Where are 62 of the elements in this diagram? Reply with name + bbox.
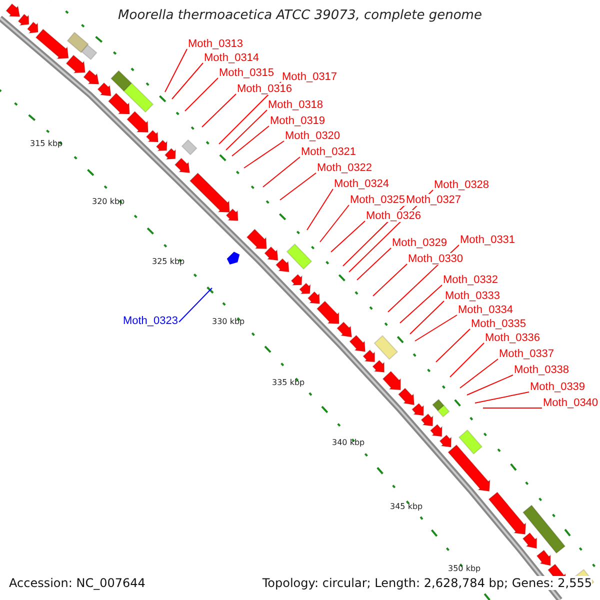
position-label: 350 kbp (448, 564, 481, 574)
gene-label: Moth_0331 (460, 234, 516, 246)
gene-label: Moth_0325 (350, 194, 406, 206)
gene-label: Moth_0328 (434, 179, 490, 191)
leader-line (460, 358, 498, 388)
leader-line (232, 126, 270, 156)
gene-label: Moth_0339 (530, 381, 586, 393)
position-label: 345 kbp (390, 502, 423, 512)
info-text: Topology: circular; Length: 2,628,784 bp; Genes: 2,555 (262, 576, 592, 590)
leader-line (202, 94, 236, 128)
gene-label: Moth_0340 (543, 397, 598, 409)
gene-label: Moth_0332 (443, 274, 498, 286)
title: Moorella thermoacetica ATCC 39073, complete genome (117, 8, 483, 24)
gene-label: Moth_0324 (334, 178, 390, 190)
gene-label: Moth_0330 (408, 253, 464, 265)
leader-line (244, 140, 284, 168)
gene-label: Moth_0333 (445, 290, 500, 302)
leader-line (172, 62, 204, 100)
leader-line (474, 392, 530, 404)
gene-label: Moth_0326 (366, 210, 422, 222)
gene-label: Moth_0335 (471, 318, 526, 330)
gene-label: Moth_0318 (268, 99, 324, 111)
leader-line (372, 264, 408, 296)
gene-label: Moth_0317 (282, 71, 338, 83)
leader-line (450, 342, 484, 378)
gene-label: Moth_0336 (485, 332, 540, 344)
leader-line (414, 314, 458, 342)
leader-line (262, 156, 300, 188)
leader-line (410, 300, 444, 334)
leader-line (330, 220, 366, 252)
gene-label: Moth_0329 (392, 237, 448, 249)
gene-label: Moth_0323 (122, 315, 178, 327)
leader-line (184, 78, 218, 112)
gene-label: Moth_0338 (514, 364, 570, 376)
info-text: Accession: NC_007644 (9, 576, 146, 590)
gene-label: Moth_0319 (270, 115, 326, 127)
gene-label: Moth_0322 (317, 162, 372, 174)
leader-line (226, 110, 268, 150)
gene-label: Moth_0321 (301, 146, 356, 158)
leader-line (178, 288, 212, 322)
position-label: 340 kbp (332, 438, 365, 448)
leader-line (466, 374, 514, 396)
gene-label: Moth_0327 (406, 194, 462, 206)
position-label: 320 kbp (92, 197, 125, 207)
leader-line (164, 48, 188, 92)
gene-label: Moth_0334 (458, 304, 514, 316)
position-label: 325 kbp (152, 257, 185, 267)
leader-line (280, 172, 316, 200)
leader-line (400, 284, 442, 324)
gene-label: Moth_0314 (204, 52, 260, 64)
gene-label: Moth_0337 (499, 348, 554, 360)
leader-line (356, 248, 392, 280)
position-label: 315 kbp (30, 139, 63, 149)
leader-line (320, 204, 350, 242)
leader-line (436, 328, 470, 362)
gene-label: Moth_0316 (237, 83, 292, 95)
position-label: 330 kbp (212, 317, 245, 327)
position-label: 335 kbp (272, 378, 305, 388)
gene-label: Moth_0315 (219, 67, 274, 79)
gene-label: Moth_0320 (285, 130, 340, 142)
leader-line (306, 188, 334, 230)
gene-label: Moth_0313 (188, 38, 244, 50)
